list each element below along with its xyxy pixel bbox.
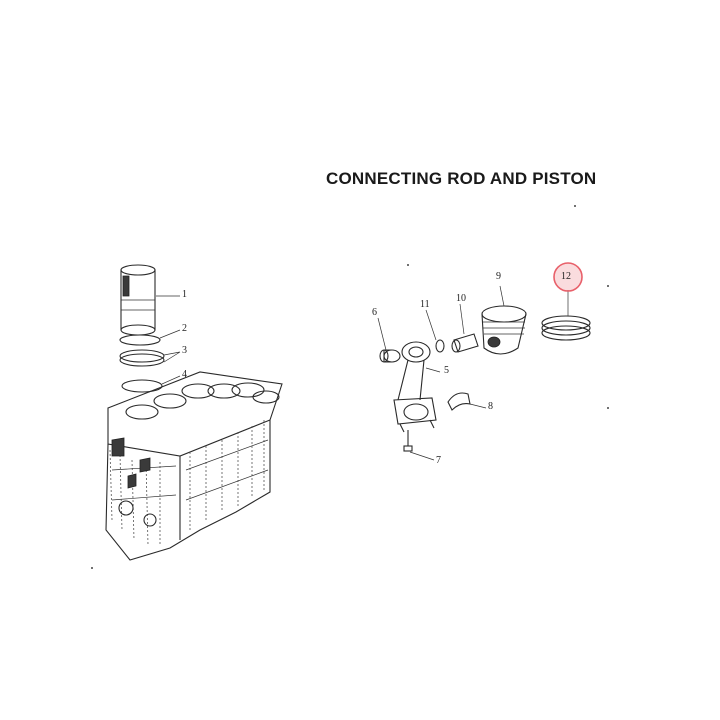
callout-12: 12 (561, 271, 571, 282)
engine-block (105, 371, 283, 561)
callout-2: 2 (182, 323, 187, 334)
pin-retainer (435, 339, 445, 353)
callout-11: 11 (420, 299, 430, 310)
connecting-rod (393, 341, 437, 452)
diagram-title: CONNECTING ROD AND PISTON (326, 169, 597, 188)
piston-ring-set (541, 315, 591, 341)
callout-7: 7 (436, 455, 441, 466)
liner-seal-rings (119, 334, 165, 393)
callout-4: 4 (182, 369, 187, 380)
piston-pin (451, 333, 479, 353)
cylinder-liner (120, 264, 156, 336)
callout-3: 3 (182, 345, 187, 356)
highlight-circle (553, 262, 583, 292)
leaders-right (377, 285, 569, 461)
callout-9: 9 (496, 271, 501, 282)
callout-10: 10 (456, 293, 466, 304)
rod-bearing (447, 392, 471, 411)
leaders-left (156, 295, 181, 385)
callout-5: 5 (444, 365, 449, 376)
piston (481, 305, 527, 355)
scan-specks (91, 205, 609, 569)
callout-1: 1 (182, 289, 187, 300)
piston-pin-bushing (379, 349, 401, 363)
callout-6: 6 (372, 307, 377, 318)
callout-8: 8 (488, 401, 493, 412)
